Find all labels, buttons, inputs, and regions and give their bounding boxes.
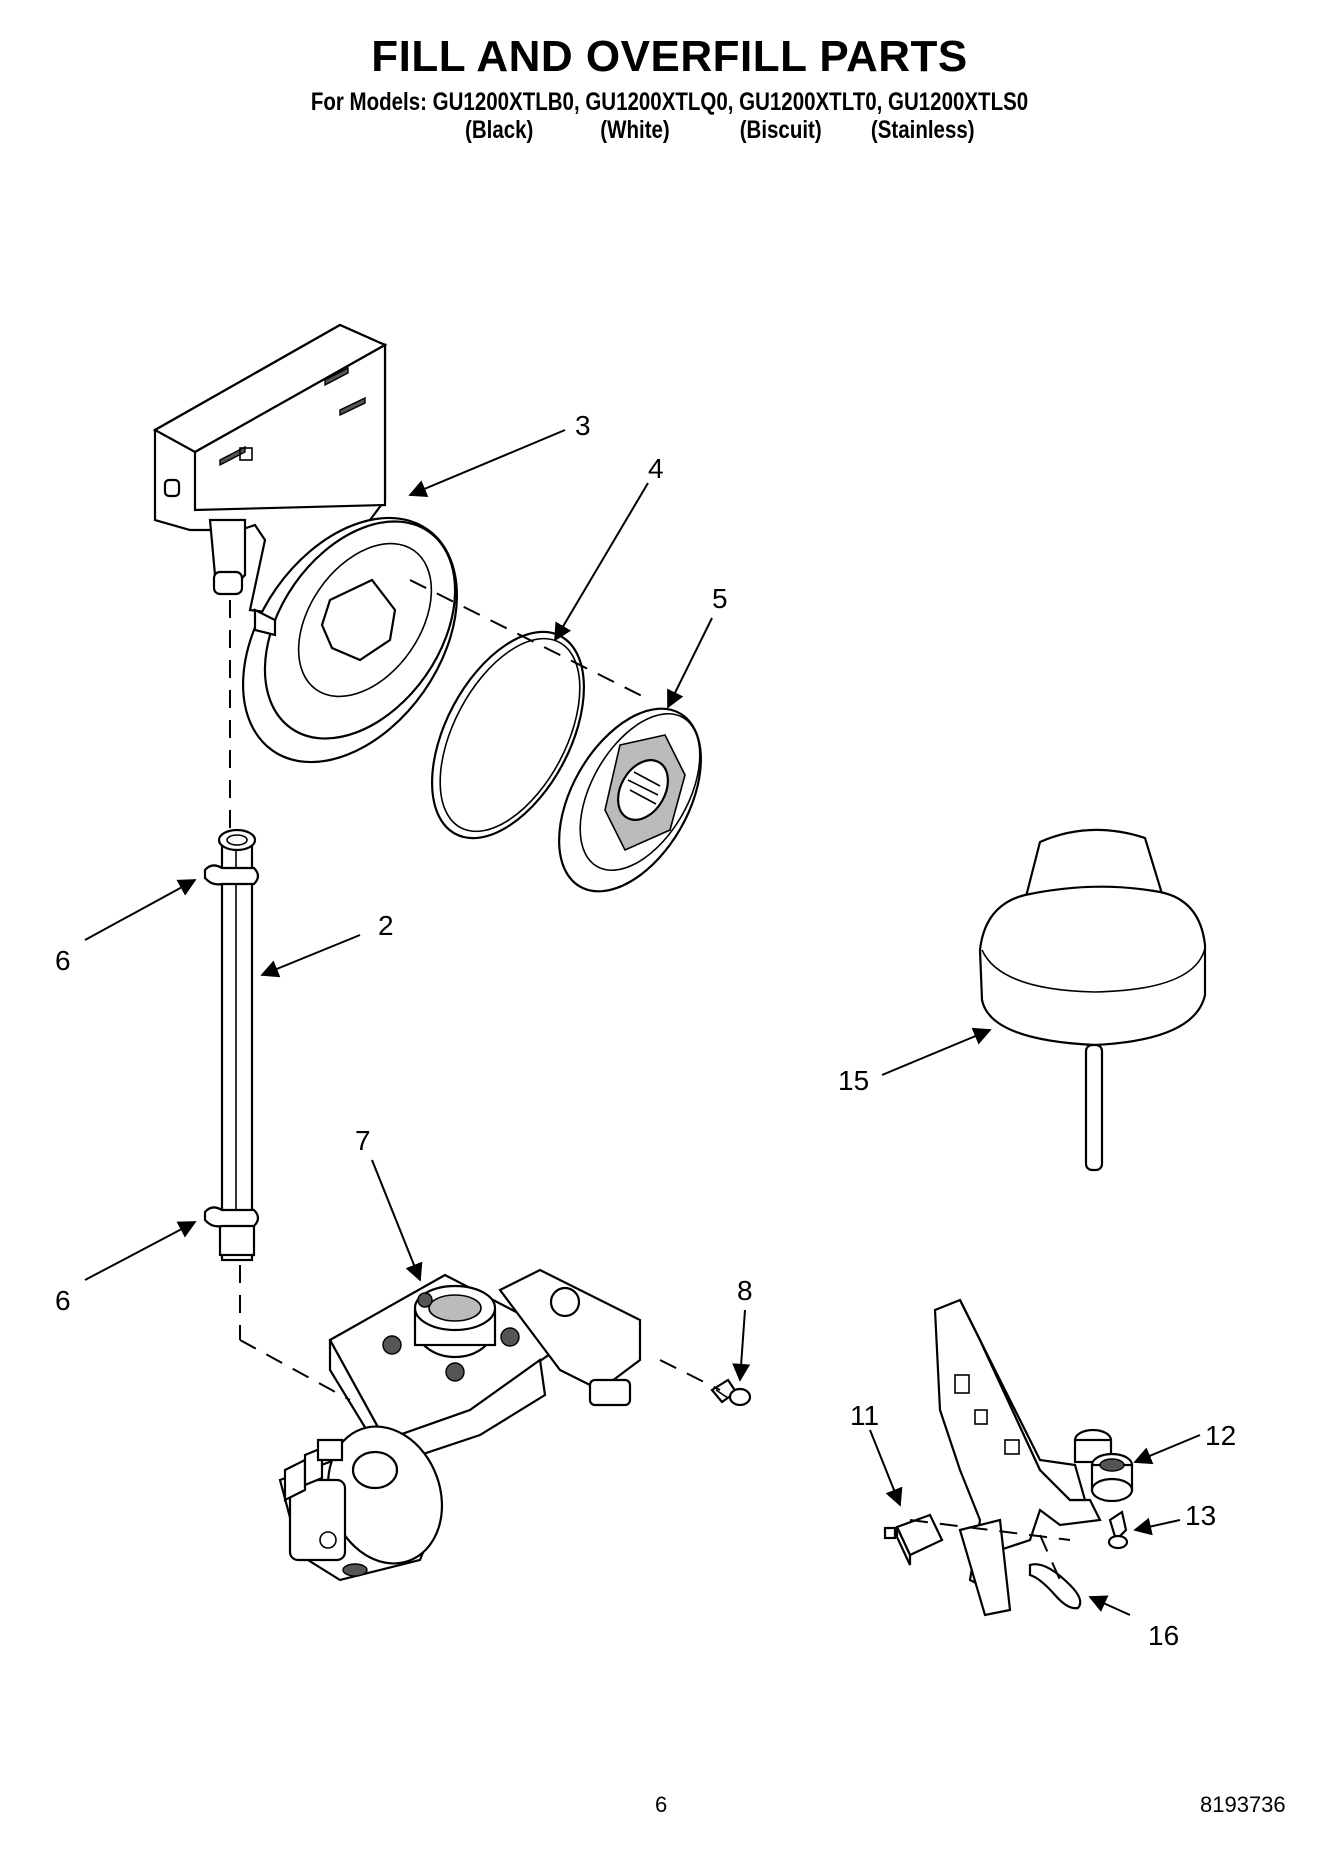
callout-12: 12 — [1205, 1420, 1236, 1451]
leader-13 — [1133, 1517, 1181, 1536]
part-15-float — [978, 828, 1207, 1172]
part-3-bracket — [152, 323, 459, 764]
leader-5 — [667, 617, 713, 709]
callout-6b: 6 — [55, 1285, 71, 1316]
part-4-seal-ring — [430, 630, 586, 840]
model-list: For Models: GU1200XTLB0, GU1200XTLQ0, GU… — [310, 88, 1029, 116]
part-11-12-13-16-switch-assembly — [883, 1298, 1134, 1617]
leader-7 — [371, 1159, 423, 1282]
callout-5: 5 — [712, 583, 728, 614]
leader-2 — [260, 934, 361, 978]
leader-6a — [84, 879, 197, 941]
callout-11: 11 — [850, 1400, 879, 1431]
callout-labels: 3 4 5 2 6 6 7 8 11 12 13 15 16 — [55, 410, 1236, 1651]
leader-3 — [408, 429, 566, 498]
part-6-clamps — [203, 864, 260, 1228]
part-7-fill-valve — [278, 1268, 642, 1582]
leader-8 — [732, 1309, 751, 1382]
leader-12 — [1133, 1434, 1201, 1465]
color-white: (White) — [600, 116, 670, 144]
assembly-dashed-lines — [229, 579, 1071, 1581]
leader-15 — [881, 1027, 992, 1076]
callout-16: 16 — [1148, 1620, 1179, 1651]
leader-11 — [869, 1429, 903, 1507]
page-title: FILL AND OVERFILL PARTS — [371, 32, 968, 81]
callout-15: 15 — [838, 1065, 869, 1096]
callout-8: 8 — [737, 1275, 753, 1306]
document-number: 8193736 — [1200, 1792, 1286, 1817]
color-biscuit: (Biscuit) — [739, 116, 822, 144]
callout-3: 3 — [575, 410, 591, 441]
part-2-hose — [217, 828, 257, 1262]
leader-4 — [554, 482, 649, 642]
leader-arrows — [84, 429, 1201, 1616]
leader-16 — [1088, 1595, 1131, 1616]
callout-6a: 6 — [55, 945, 71, 976]
part-5-filter-disc — [558, 707, 702, 893]
color-stainless: (Stainless) — [870, 116, 975, 144]
color-black: (Black) — [465, 116, 534, 144]
callout-4: 4 — [648, 453, 664, 484]
leader-6b — [84, 1221, 197, 1281]
callout-13: 13 — [1185, 1500, 1216, 1531]
page-number: 6 — [655, 1792, 668, 1817]
callout-2: 2 — [378, 910, 394, 941]
callout-7: 7 — [355, 1125, 371, 1156]
part-8-screw — [710, 1378, 752, 1407]
